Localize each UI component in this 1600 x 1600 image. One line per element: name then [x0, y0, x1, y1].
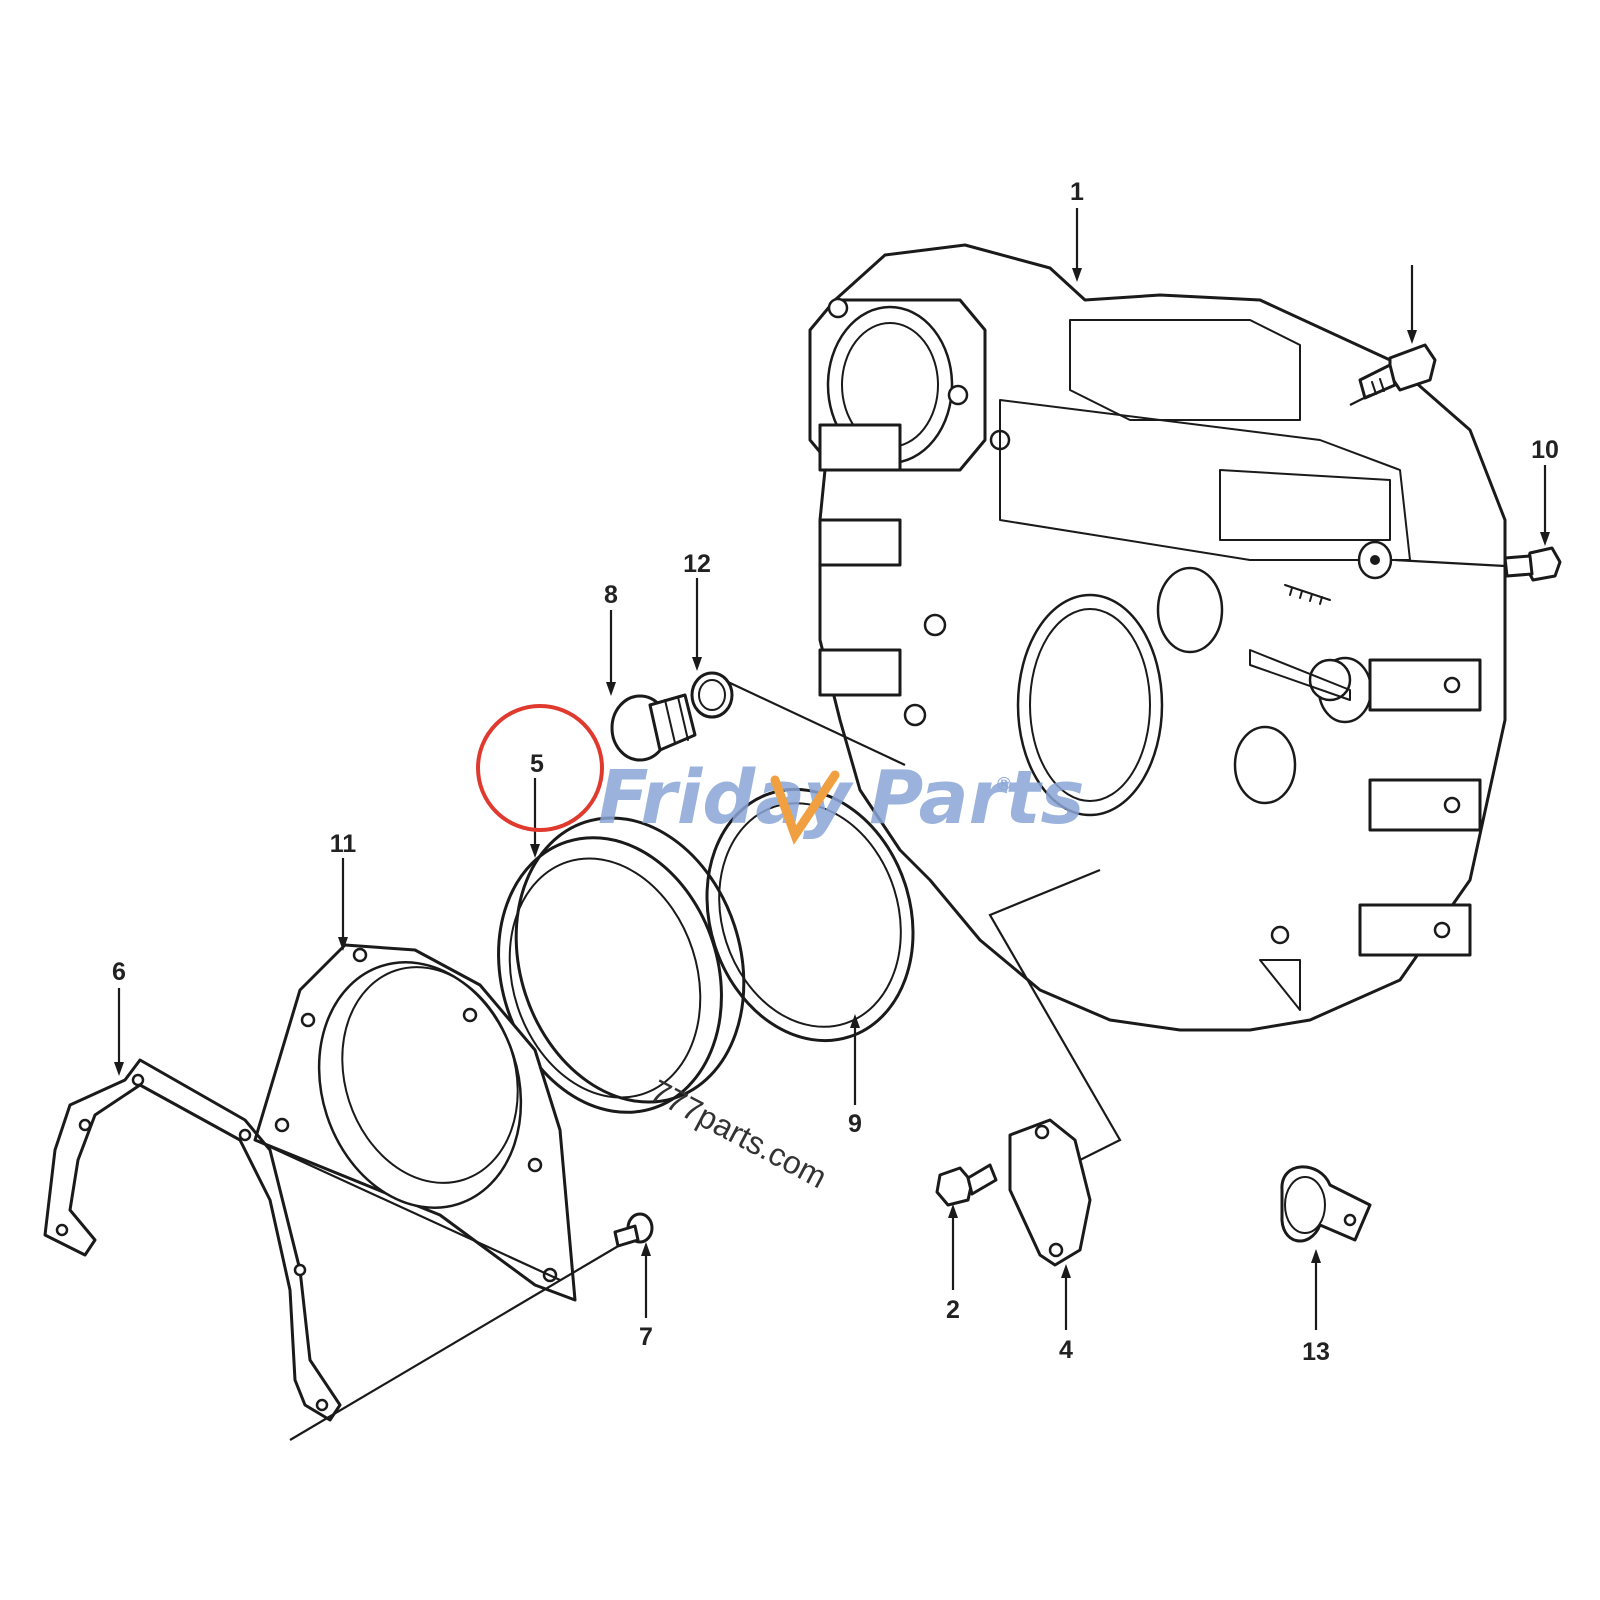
seal-housing-11 — [253, 943, 577, 1302]
callout-9: 9 — [848, 1110, 862, 1138]
flywheel-housing — [808, 243, 1507, 1032]
watermark-brand-right: Parts — [869, 755, 1084, 841]
callout-1: 1 — [1070, 178, 1084, 206]
cover-plate-4 — [1008, 1118, 1092, 1267]
oil-seal-5 — [497, 816, 746, 1114]
callout-11: 11 — [330, 830, 357, 858]
o-ring-12 — [690, 671, 734, 719]
bolt-7 — [613, 1212, 654, 1248]
gasket-6 — [43, 1058, 342, 1422]
watermark-registered-mark: ® — [995, 774, 1013, 795]
highlight-circle — [476, 704, 604, 832]
housing-bolt-top — [1358, 343, 1437, 400]
bolt-2 — [935, 1163, 998, 1207]
callout-12: 12 — [683, 550, 711, 578]
callout-4: 4 — [1059, 1336, 1073, 1364]
bolt-10 — [1503, 546, 1562, 582]
callout-13: 13 — [1302, 1338, 1330, 1366]
callout-5: 5 — [530, 750, 544, 778]
watermark-accent-swoosh — [770, 770, 840, 845]
callout-2: 2 — [946, 1296, 960, 1324]
watermark-brand-left: Friday — [598, 755, 854, 841]
callout-7: 7 — [639, 1323, 653, 1351]
callout-labels: 1 2 4 5 6 7 8 9 10 11 12 13 — [112, 178, 1559, 1366]
leader-lines — [114, 208, 1550, 1441]
callout-10: 10 — [1531, 436, 1559, 464]
plug-8 — [610, 693, 697, 762]
site-watermark: 777parts.com — [645, 1072, 833, 1195]
callout-8: 8 — [604, 581, 618, 609]
callout-6: 6 — [112, 958, 126, 986]
clip-13 — [1280, 1165, 1372, 1243]
